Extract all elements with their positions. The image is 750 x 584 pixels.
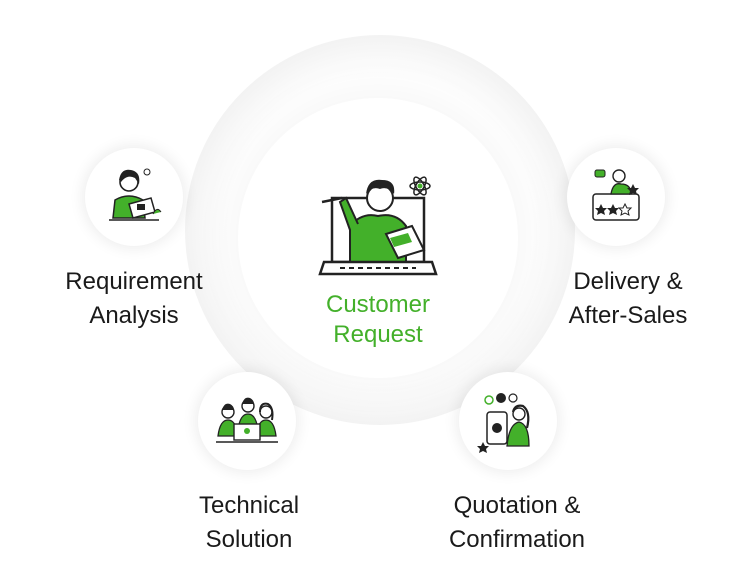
team-laptop-icon [216,397,278,443]
label-line2: After-Sales [568,302,688,329]
label-delivery-after-sales: Delivery & After-Sales [528,265,728,333]
person-reading-icon [109,168,162,221]
center-label-line1: Customer [325,291,431,318]
label-line1: Requirement [65,268,203,295]
label-line1: Technical [198,492,300,519]
node-delivery-after-sales [567,148,665,246]
label-line1: Quotation & [453,492,581,519]
label-quotation-confirmation: Quotation & Confirmation [418,489,616,557]
label-line1: Delivery & [573,268,683,295]
rating-review-icon [592,169,640,221]
node-requirement-analysis [85,148,183,246]
phone-payment-icon [477,393,530,453]
center-label-customer-request: Customer Request [270,290,486,350]
node-technical-solution [198,372,296,470]
label-technical-solution: Technical Solution [150,489,348,557]
label-requirement-analysis: Requirement Analysis [30,265,238,333]
label-line2: Solution [205,526,293,553]
node-quotation-confirmation [459,372,557,470]
center-label-line2: Request [333,321,423,348]
customer-laptop-icon [318,176,438,276]
label-line2: Analysis [89,302,179,329]
label-line2: Confirmation [448,526,586,553]
